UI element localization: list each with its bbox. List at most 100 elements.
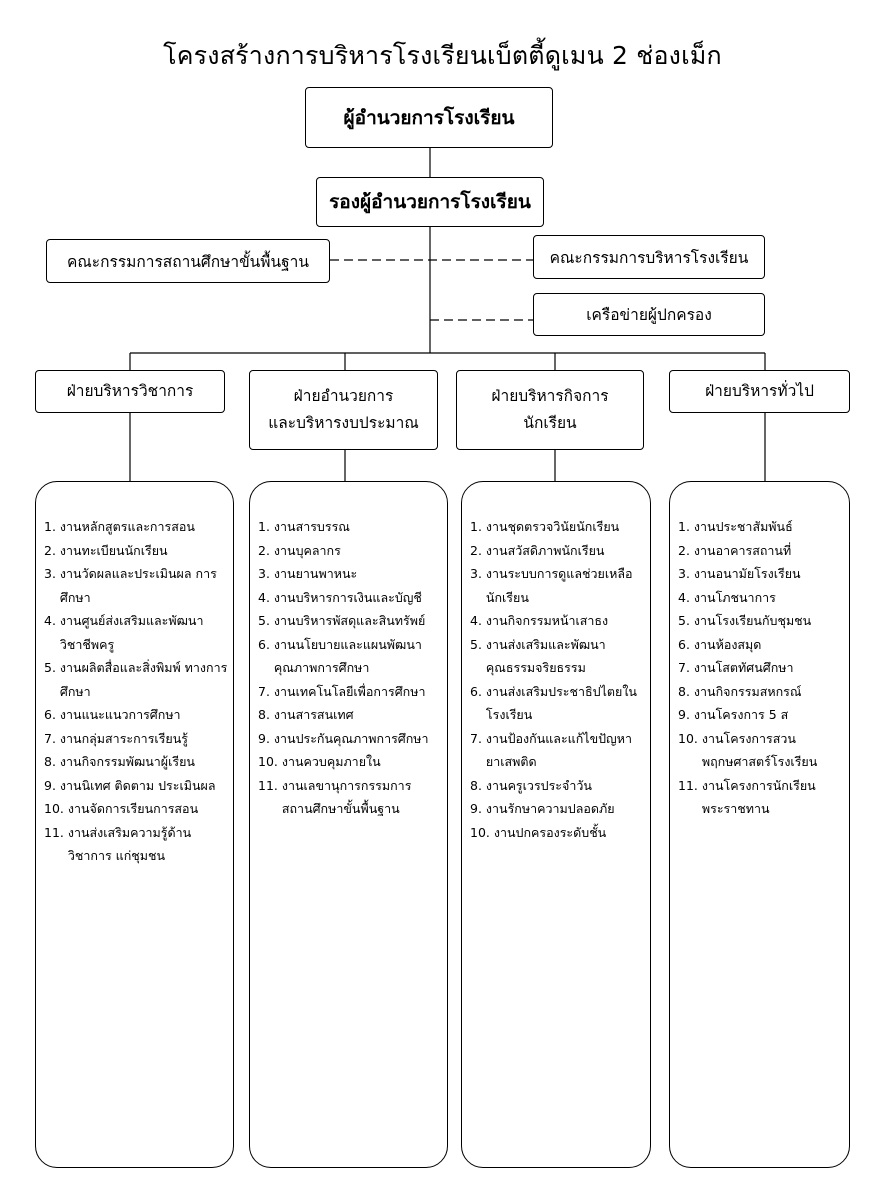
task-number: 7. bbox=[44, 730, 60, 746]
task-label: งานส่งเสริมความรู้ด้านวิชาการ แก่ชุมชน bbox=[67, 824, 192, 864]
task-label: งานวัดผลและประเมินผล การศึกษา bbox=[59, 566, 217, 605]
task-label: งานครูเวรประจำวัน bbox=[485, 777, 592, 793]
task-item: 7. งานเทคโนโลยีเพื่อการศึกษา bbox=[258, 680, 443, 704]
task-label: งานประชาสัมพันธ์ bbox=[693, 519, 793, 534]
academic-dept-box: ฝ่ายบริหารวิชาการ bbox=[35, 370, 225, 413]
task-item: 9. งานประกันคุณภาพการศึกษา bbox=[258, 727, 443, 751]
task-item: 6. งานแนะแนวการศึกษา bbox=[44, 703, 229, 727]
task-item: 3. งานวัดผลและประเมินผล การศึกษา bbox=[44, 562, 229, 609]
task-number: 7. bbox=[678, 660, 694, 675]
task-number: 1. bbox=[678, 519, 694, 534]
director-box: ผู้อำนวยการโรงเรียน bbox=[305, 87, 553, 148]
task-label: งานโรงเรียนกับชุมชน bbox=[693, 613, 812, 628]
task-item: 1. งานหลักสูตรและการสอน bbox=[44, 515, 229, 539]
student-affairs-dept-label-line2: นักเรียน bbox=[523, 414, 577, 432]
task-label: งานโครงการสวน พฤกษศาสตร์โรงเรียน bbox=[701, 730, 818, 770]
task-number: 4. bbox=[470, 613, 486, 628]
admin-budget-dept-label-line1: ฝ่ายอำนวยการ bbox=[293, 387, 394, 405]
task-number: 4. bbox=[44, 613, 60, 628]
task-item: 10. งานควบคุมภายใน bbox=[258, 750, 443, 774]
task-label: งานอาคารสถานที่ bbox=[693, 542, 792, 558]
task-item: 2. งานสวัสดิภาพนักเรียน bbox=[470, 539, 646, 563]
school-admin-committee-box: คณะกรรมการบริหารโรงเรียน bbox=[533, 235, 765, 279]
task-number: 6. bbox=[470, 683, 486, 699]
task-item: 9. งานนิเทศ ติดตาม ประเมินผล bbox=[44, 774, 229, 798]
task-item: 11. งานเลขานุการกรรมการ สถานศึกษาขั้นพื้… bbox=[258, 774, 443, 821]
admin-budget-dept-box: ฝ่ายอำนวยการ และบริหารงบประมาณ bbox=[249, 370, 438, 450]
task-number: 10. bbox=[44, 801, 68, 816]
task-number: 1. bbox=[44, 519, 60, 534]
task-label: งานส่งเสริมและพัฒนา คุณธรรมจริยธรรม bbox=[485, 636, 606, 676]
task-number: 1. bbox=[258, 519, 274, 534]
task-item: 3. งานอนามัยโรงเรียน bbox=[678, 562, 845, 586]
task-item: 2. งานทะเบียนนักเรียน bbox=[44, 539, 229, 563]
task-item: 10. งานโครงการสวน พฤกษศาสตร์โรงเรียน bbox=[678, 727, 845, 774]
task-item: 10. งานปกครองระดับชั้น bbox=[470, 821, 646, 845]
task-item: 11. งานส่งเสริมความรู้ด้านวิชาการ แก่ชุม… bbox=[44, 821, 229, 868]
task-number: 2. bbox=[678, 542, 694, 558]
task-number: 6. bbox=[258, 636, 274, 652]
task-label: งานแนะแนวการศึกษา bbox=[59, 707, 181, 722]
task-number: 6. bbox=[678, 636, 694, 652]
task-item: 9. งานรักษาความปลอดภัย bbox=[470, 797, 646, 821]
task-item: 7. งานกลุ่มสาระการเรียนรู้ bbox=[44, 727, 229, 751]
task-item: 4. งานศูนย์ส่งเสริมและพัฒนา วิชาชีพครู bbox=[44, 609, 229, 656]
task-label: งานศูนย์ส่งเสริมและพัฒนา วิชาชีพครู bbox=[59, 613, 204, 652]
task-item: 6. งานนโยบายและแผนพัฒนา คุณภาพการศึกษา bbox=[258, 633, 443, 680]
task-label: งานนิเทศ ติดตาม ประเมินผล bbox=[59, 777, 216, 793]
task-number: 1. bbox=[470, 519, 486, 534]
task-number: 4. bbox=[258, 589, 274, 605]
task-number: 10. bbox=[258, 754, 282, 769]
task-label: งานบริหารการเงินและบัญชี bbox=[273, 589, 422, 605]
task-number: 6. bbox=[44, 707, 60, 722]
task-number: 2. bbox=[44, 542, 60, 558]
task-number: 11. bbox=[678, 777, 702, 793]
task-number: 3. bbox=[470, 566, 486, 581]
task-number: 5. bbox=[44, 660, 60, 675]
task-item: 8. งานครูเวรประจำวัน bbox=[470, 774, 646, 798]
task-number: 9. bbox=[258, 730, 274, 746]
task-item: 9. งานโครงการ 5 ส bbox=[678, 703, 845, 727]
task-label: งานสารสนเทศ bbox=[273, 707, 354, 722]
director-label: ผู้อำนวยการโรงเรียน bbox=[343, 106, 515, 129]
task-number: 2. bbox=[258, 542, 274, 558]
task-label: งานกิจกรรมหน้าเสาธง bbox=[485, 613, 609, 628]
task-label: งานส่งเสริมประชาธิปไตยใน โรงเรียน bbox=[485, 683, 637, 723]
task-label: งานอนามัยโรงเรียน bbox=[693, 566, 801, 581]
task-number: 2. bbox=[470, 542, 486, 558]
task-label: งานโครงการนักเรียน พระราชทาน bbox=[701, 777, 816, 817]
parent-network-box: เครือข่ายผู้ปกครอง bbox=[533, 293, 765, 336]
task-item: 7. งานป้องกันและแก้ไขปัญหา ยาเสพติด bbox=[470, 727, 646, 774]
basic-education-committee-box: คณะกรรมการสถานศึกษาขั้นพื้นฐาน bbox=[46, 239, 330, 283]
task-item: 5. งานผลิตสื่อและสิ่งพิมพ์ ทางการศึกษา bbox=[44, 656, 229, 703]
task-label: งานควบคุมภายใน bbox=[281, 754, 381, 769]
academic-dept-label: ฝ่ายบริหารวิชาการ bbox=[66, 382, 194, 400]
task-number: 3. bbox=[44, 566, 60, 581]
task-number: 8. bbox=[258, 707, 274, 722]
task-number: 8. bbox=[678, 683, 694, 699]
task-number: 11. bbox=[44, 824, 68, 840]
task-item: 8. งานกิจกรรมสหกรณ์ bbox=[678, 680, 845, 704]
task-item: 6. งานห้องสมุด bbox=[678, 633, 845, 657]
task-label: งานสวัสดิภาพนักเรียน bbox=[485, 542, 605, 558]
task-label: งานเทคโนโลยีเพื่อการศึกษา bbox=[273, 683, 426, 699]
task-number: 5. bbox=[470, 636, 486, 652]
task-number: 5. bbox=[678, 613, 694, 628]
general-admin-dept-label: ฝ่ายบริหารทั่วไป bbox=[705, 382, 814, 400]
task-label: งานบริหารพัสดุและสินทรัพย์ bbox=[273, 613, 426, 628]
chart-title: โครงสร้างการบริหารโรงเรียนเบ็ตตี้ดูเมน 2… bbox=[163, 41, 722, 70]
task-label: งานชุดตรวจวินัยนักเรียน bbox=[485, 519, 620, 534]
task-item: 11. งานโครงการนักเรียน พระราชทาน bbox=[678, 774, 845, 821]
student-affairs-dept-label-line1: ฝ่ายบริหารกิจการ bbox=[491, 387, 609, 405]
task-label: งานกิจกรรมพัฒนาผู้เรียน bbox=[59, 754, 195, 769]
task-number: 8. bbox=[470, 777, 486, 793]
task-label: งานห้องสมุด bbox=[693, 636, 762, 652]
task-label: งานป้องกันและแก้ไขปัญหา ยาเสพติด bbox=[485, 730, 632, 770]
task-item: 8. งานกิจกรรมพัฒนาผู้เรียน bbox=[44, 750, 229, 774]
task-label: งานประกันคุณภาพการศึกษา bbox=[273, 730, 429, 746]
task-item: 1. งานชุดตรวจวินัยนักเรียน bbox=[470, 515, 646, 539]
